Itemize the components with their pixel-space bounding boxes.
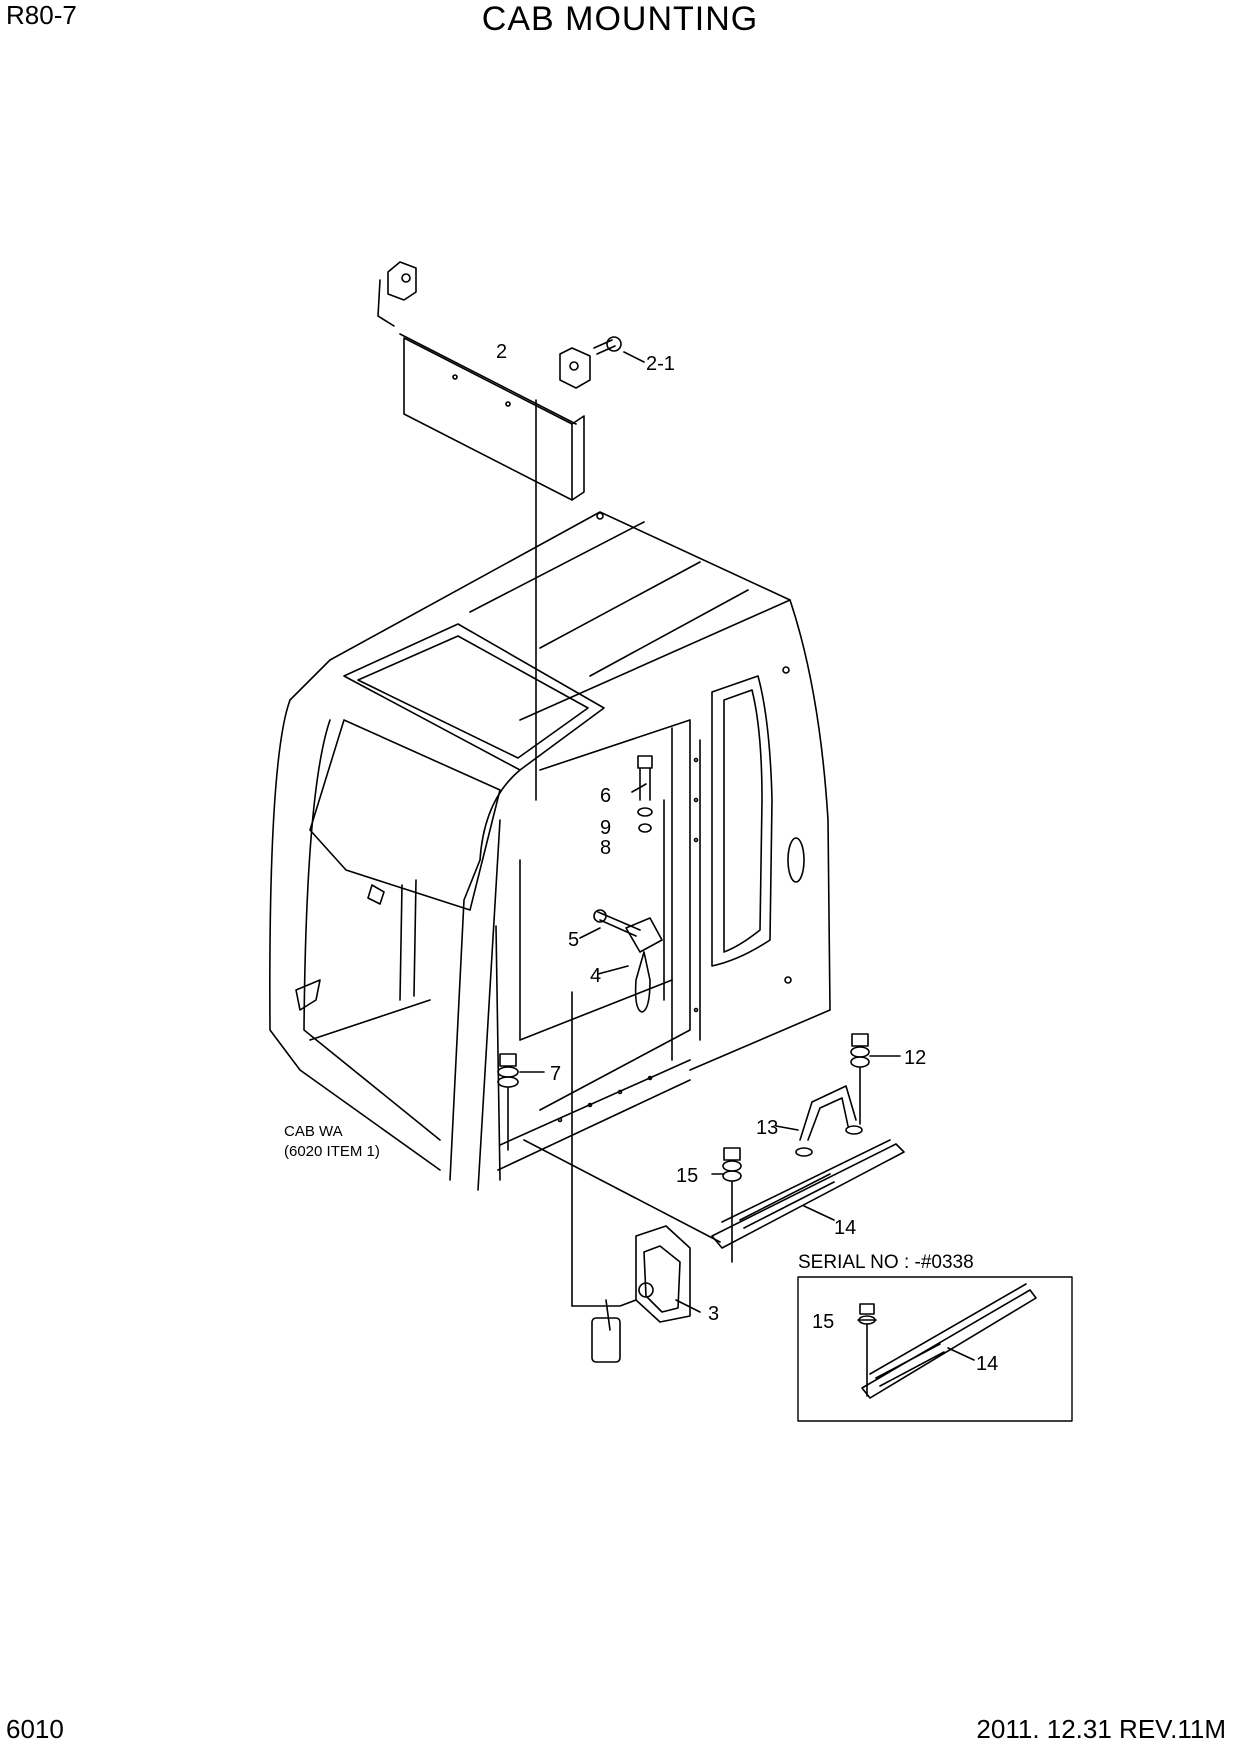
bolt-2-1-part [593, 336, 645, 363]
callout-8: 8 [600, 837, 611, 859]
pin-5-bracket-4 [579, 909, 663, 1013]
cab-note-line1: CAB WA [284, 1123, 343, 1140]
callout-12: 12 [904, 1047, 926, 1069]
cab-note-line2: (6020 ITEM 1) [284, 1143, 380, 1160]
callout-9: 9 [600, 817, 611, 839]
page-title: CAB MOUNTING [481, 0, 759, 38]
sun-visor-part [377, 261, 591, 801]
callout-15-inset: 15 [812, 1311, 834, 1333]
model-code: R80-7 [6, 0, 77, 30]
page-number: 6010 [6, 1714, 64, 1744]
callout-2: 2 [496, 341, 507, 363]
callout-5: 5 [568, 929, 579, 951]
callout-2-1: 2-1 [646, 353, 675, 375]
callout-13: 13 [756, 1117, 778, 1139]
callout-4: 4 [590, 965, 601, 987]
callout-15: 15 [676, 1165, 698, 1187]
mirror-part-3 [571, 991, 701, 1363]
callout-7: 7 [550, 1063, 561, 1085]
step-and-handle [523, 1033, 905, 1263]
bolt-6-washers [631, 755, 665, 1001]
callout-14: 14 [834, 1217, 856, 1239]
callout-3: 3 [708, 1303, 719, 1325]
revision-stamp: 2011. 12.31 REV.11M [976, 1714, 1226, 1744]
callout-6: 6 [600, 785, 611, 807]
callout-14-inset: 14 [976, 1353, 998, 1375]
bolt-7-part [497, 1053, 545, 1151]
serial-inset-box [797, 1276, 1073, 1422]
serial-note: SERIAL NO : -#0338 [798, 1252, 974, 1273]
cab-body [269, 511, 831, 1191]
callout-labels: 2 2-1 6 9 8 5 4 7 12 13 15 14 3 15 14 CA… [284, 341, 998, 1375]
